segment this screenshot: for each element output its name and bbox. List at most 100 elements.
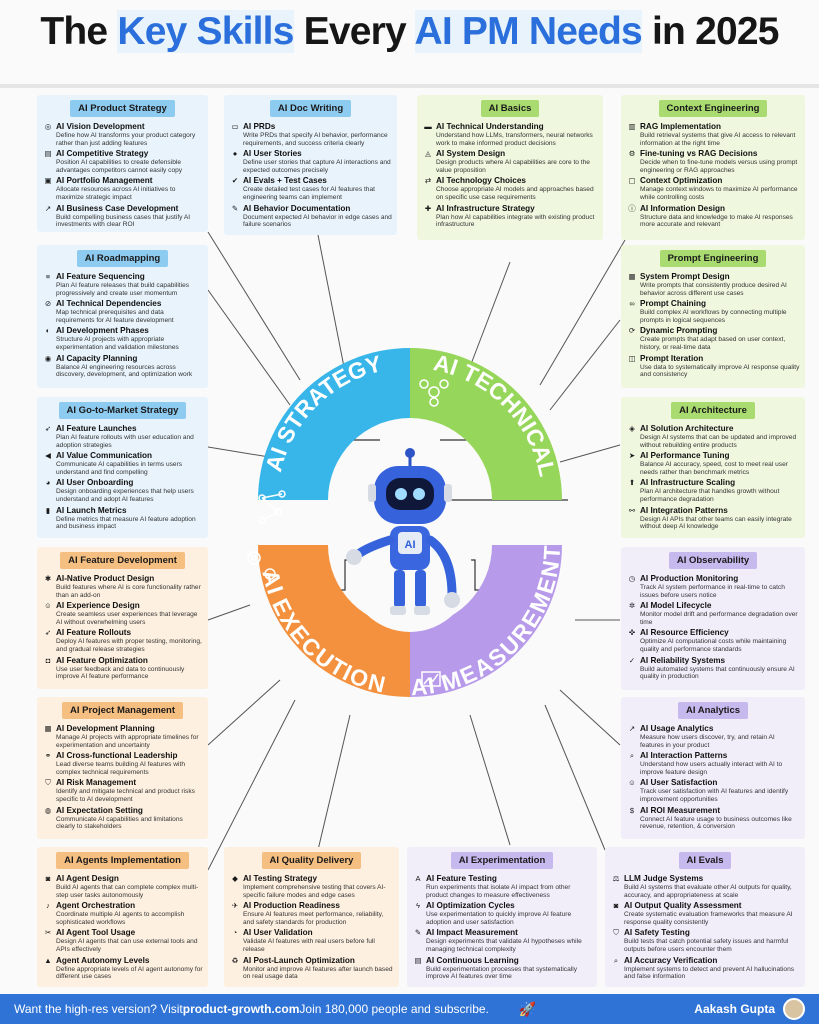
iterate-icon: ◫ [628,353,636,363]
skill-title: AI Resource Efficiency [640,628,729,638]
card-title: AI Analytics [677,702,749,719]
skill-title: AI Agent Tool Usage [56,928,136,938]
test-icon: ◆ [232,874,238,883]
footer-site-link[interactable]: product-growth.com [182,1002,300,1016]
validate-icon: ◔ [232,928,238,938]
skill-description: Manage context windows to maximize AI pe… [640,186,798,201]
strategy-quadrant [258,348,410,500]
metrics-icon: ▮ [45,505,51,515]
magnifier-icon: ⌕ [629,751,635,761]
window-icon: ▢ [628,176,636,186]
card-title: AI Agents Implementation [56,852,189,869]
execution-gears-icon [247,551,276,580]
skill-title: AI Technical Dependencies [56,299,162,309]
skill-description: Map technical prerequisites and data req… [56,309,174,324]
capacity-icon: ◉ [44,353,52,363]
skill-title: AI Feature Rollouts [56,628,132,638]
api-icon: ⚯ [628,505,636,515]
skill-description: Coordinate multiple AI agents to accompl… [56,911,185,926]
card-ai-go-to-market-strategy: AI Go-to-Market Strategy➶AI Feature Laun… [37,397,208,538]
rocket-icon: ➶ [44,424,52,433]
skill-title: Agent Orchestration [56,901,136,911]
skill-title: AI Technology Choices [436,176,526,186]
svg-text:AI: AI [405,539,416,551]
skill-title: AI PRDs [243,122,276,131]
skill-description: Build AI agents that can complete comple… [56,884,199,899]
recycle-icon: ♻ [231,955,239,965]
scale-icon: ⬆ [628,478,636,488]
chart-icon: ▤ [44,149,52,159]
skill-description: Create detailed test cases for AI featur… [243,186,375,201]
speed-icon: ➤ [628,451,636,461]
skill-description: Build experimentation processes that sys… [426,965,577,981]
skill-title: AI User Onboarding [56,478,134,488]
skill-description: Implement comprehensive testing that cov… [243,884,386,899]
skill-title: LLM Judge Systems [624,874,704,883]
skill-title: AI Capacity Planning [56,353,138,363]
skill-description: Balance AI accuracy, speed, cost to meet… [640,461,788,476]
skill-title: AI Production Monitoring [640,574,739,583]
card-title: Prompt Engineering [659,250,767,267]
skill-title: AI Model Lifecycle [640,601,712,611]
agent-icon: ◙ [45,874,51,883]
choice-icon: ⇄ [424,176,432,186]
skill-description: Monitor and improve AI features after la… [243,965,393,981]
card-title: AI Evals [678,852,732,869]
handshake-icon: ⚭ [44,751,52,761]
verify-icon: ⌕ [613,955,619,965]
card-title: AI Roadmapping [76,250,169,267]
expectation-icon: ◍ [44,805,52,815]
card-ai-architecture: AI Architecture◈AI Solution Architecture… [621,397,805,538]
pencil-icon: ✎ [414,928,422,938]
safety-icon: ⛉ [613,928,619,938]
portfolio-icon: ▣ [44,176,52,186]
skill-description: Build compelling business cases that jus… [56,213,191,229]
skill-title: AI Competitive Strategy [56,149,149,159]
check-icon: ✔ [231,176,239,186]
skill-title: AI Testing Strategy [243,874,318,883]
skill-description: Measure how users discover, try, and ret… [640,734,775,749]
skill-title: AI Usage Analytics [640,724,714,733]
footer-bar: Want the high-res version? Visit product… [0,994,819,1024]
skill-title: AI-Native Product Design [56,574,155,583]
skill-title: AI User Stories [243,149,302,159]
skill-description: Structure AI projects with appropriate e… [56,336,179,351]
system-icon: ▦ [628,272,636,281]
levels-icon: ▲ [44,955,52,965]
skill-title: AI Agent Design [56,874,119,883]
skill-description: Build AI systems that evaluate other AI … [624,884,792,899]
skill-title: AI Continuous Learning [426,955,519,965]
skill-title: AI Behavior Documentation [243,203,351,213]
tune-icon: ⚙ [628,149,636,159]
card-title: Context Engineering [658,100,768,117]
skill-title: AI User Validation [243,928,313,938]
